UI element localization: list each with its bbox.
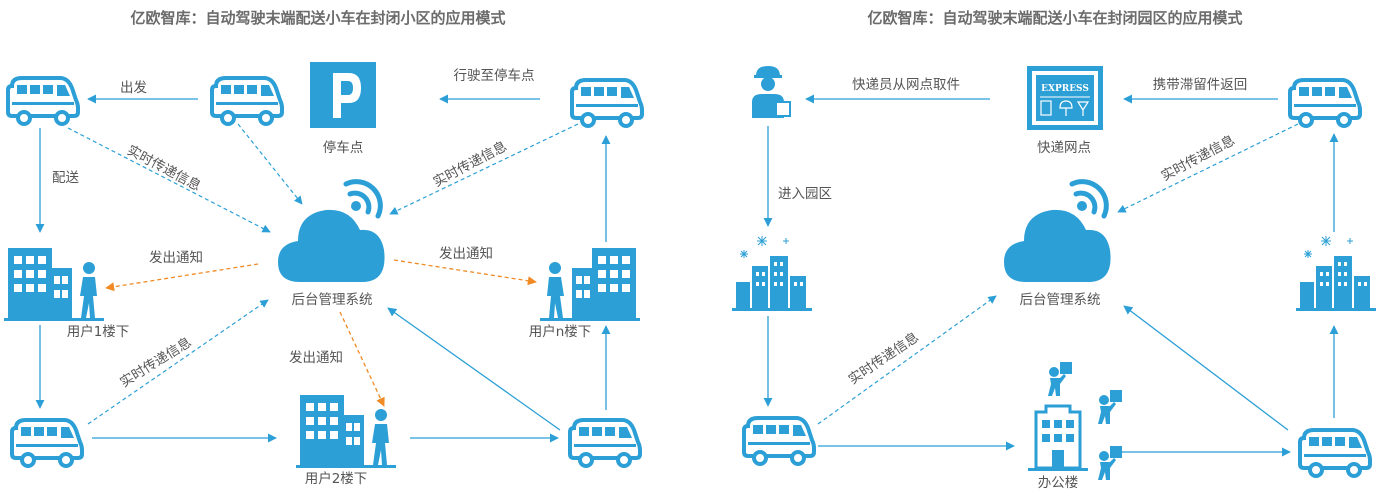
label-office: 办公楼	[1038, 475, 1079, 491]
user1-building-icon	[4, 248, 104, 321]
office-building-icon	[1028, 404, 1088, 471]
label-depart: 出发	[120, 80, 147, 96]
city-right-icon	[1295, 235, 1377, 312]
label-enter-park: 进入园区	[778, 186, 832, 202]
carrier-icon-2	[1098, 390, 1122, 424]
label-usern: 用户n楼下	[529, 323, 592, 340]
van-return-right-icon	[1288, 78, 1362, 128]
label-user1: 用户1楼下	[67, 323, 130, 340]
label-backend-left: 后台管理系统	[292, 292, 373, 308]
city-left-icon	[731, 235, 813, 312]
label-backend-right: 后台管理系统	[1020, 292, 1101, 308]
usern-building-icon	[540, 248, 640, 321]
van-return-icon	[570, 78, 644, 128]
label-realtime-right-a: 实时传递信息	[1158, 132, 1237, 185]
van-start-icon	[210, 76, 284, 126]
cloud-backend-right-icon	[1004, 182, 1111, 282]
label-to-parking: 行驶至停车点	[454, 67, 535, 84]
parking-icon	[310, 62, 376, 128]
van-enter-icon	[742, 416, 816, 466]
label-user2: 用户2楼下	[305, 470, 368, 487]
label-realtime-c: 实时传递信息	[117, 334, 195, 391]
express-point-icon: EXPRESS	[1027, 66, 1103, 130]
label-notify-c: 发出通知	[289, 349, 343, 366]
label-courier-pickup: 快递员从网点取件	[852, 77, 960, 93]
van-exit-icon	[1298, 428, 1372, 478]
left-title: 亿欧智库：自动驾驶末端配送小车在封闭小区的应用模式	[130, 9, 505, 27]
label-realtime-b: 实时传递信息	[430, 138, 509, 191]
cloud-backend-icon	[278, 182, 385, 282]
label-realtime-a: 实时传递信息	[124, 142, 203, 195]
label-return-unclaimed: 携带滞留件返回	[1153, 77, 1248, 93]
label-parking: 停车点	[323, 139, 364, 156]
label-notify-b: 发出通知	[439, 245, 493, 262]
carrier-icon-3	[1098, 446, 1122, 480]
user2-building-icon	[296, 395, 396, 468]
label-express-point: 快递网点	[1037, 140, 1091, 156]
label-deliver: 配送	[52, 170, 79, 186]
courier-icon	[752, 66, 791, 118]
express-sign-text: EXPRESS	[1041, 84, 1089, 94]
right-title: 亿欧智库：自动驾驶末端配送小车在封闭园区的应用模式	[867, 9, 1242, 27]
carrier-icon-1	[1048, 362, 1072, 396]
van-usern-icon	[568, 418, 642, 468]
van-user1-icon	[10, 418, 84, 468]
label-notify-a: 发出通知	[149, 249, 203, 266]
van-depot-icon	[6, 76, 80, 126]
